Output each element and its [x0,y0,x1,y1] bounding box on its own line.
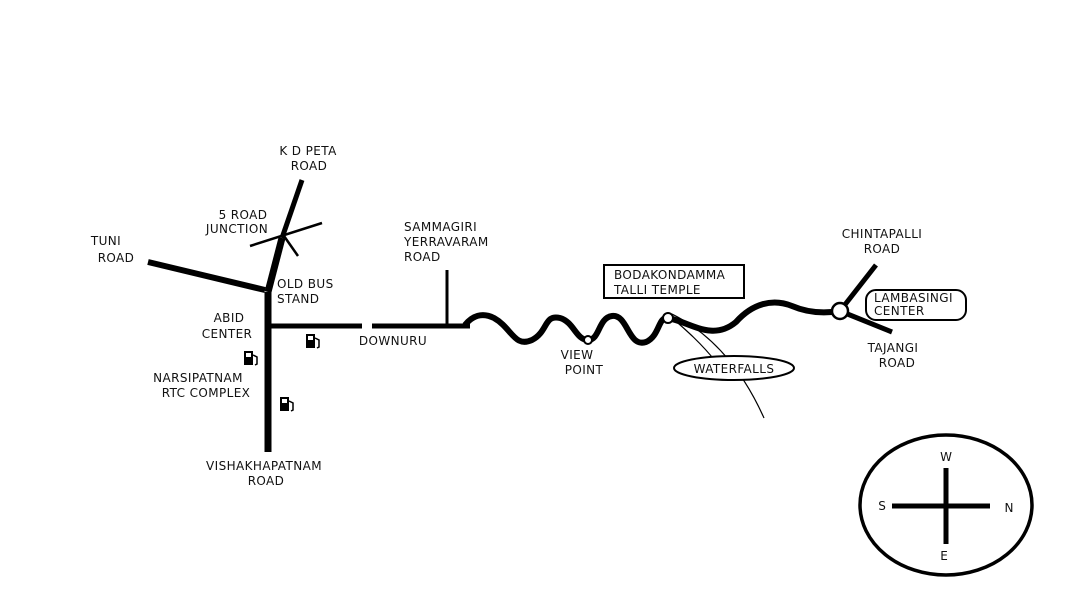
abid-center-label-2: CENTER [202,327,253,341]
compass-west-label: W [940,450,952,464]
narsipatnam-label: NARSIPATNAM [153,371,243,385]
waterfalls-label-ellipse [673,355,795,381]
vishakhapatnam-label-2: ROAD [248,474,285,488]
tuni-road [147,259,266,293]
downuru-label: DOWNURU [359,334,427,348]
tajangi-label-2: ROAD [879,356,916,370]
waterfalls-label: WATERFALLS [694,362,775,376]
view-point-marker [583,335,593,345]
kd-peta-label: K D PETA [279,144,337,158]
junction-spoke-1 [249,221,323,248]
kd-peta-label-2: ROAD [291,159,328,173]
waterfalls-trail-2 [671,313,765,419]
abid-center-label: ABID [214,311,245,325]
compass-east-label: E [940,549,948,563]
tajangi-label: TAJANGI [867,341,919,355]
sammagiri-label-2: YERRAVARAM [403,235,489,249]
lambasingi-label-box [865,289,967,321]
compass-south-label: S [878,499,886,513]
junction-spoke-2 [282,235,300,257]
lambasingi-junction-marker [830,301,850,321]
fuel-pump-icon [280,397,294,412]
sammagiri-label-3: ROAD [404,250,441,264]
tajangi-road [839,308,893,335]
old-bus-stand-road [264,237,286,293]
temple-label-box [603,264,745,299]
chintapalli-road [838,263,878,313]
lambasingi-label-2: CENTER [874,304,925,318]
view-point-label: VIEW [561,348,594,362]
lambasingi-label: LAMBASINGI [874,291,953,305]
old-bus-stand-label-2: STAND [277,292,319,306]
temple-label-2: TALLI TEMPLE [613,283,701,297]
five-road-label: 5 ROAD [219,208,268,222]
fuel-pump-icon [306,334,320,349]
temple-label: BODAKONDAMMA [614,268,726,282]
compass-north-label: N [1005,501,1014,515]
temple-marker [662,312,674,324]
narsipatnam-label-2: RTC COMPLEX [162,386,251,400]
old-bus-stand-label: OLD BUS [277,277,334,291]
chintapalli-label: CHINTAPALLI [842,227,923,241]
chintapalli-label-2: ROAD [864,242,901,256]
ghat-road [462,299,841,346]
sammagiri-label: SAMMAGIRI [404,220,477,234]
kd-peta-road [279,179,305,239]
compass: W E S N [858,433,1034,577]
five-road-label-2: JUNCTION [205,222,268,236]
view-point-label-2: POINT [565,363,604,377]
fuel-pump-icon [244,351,258,366]
vishakhapatnam-label: VISHAKHAPATNAM [206,459,322,473]
tuni-label: TUNI [90,234,121,248]
tuni-label-2: ROAD [98,251,135,265]
